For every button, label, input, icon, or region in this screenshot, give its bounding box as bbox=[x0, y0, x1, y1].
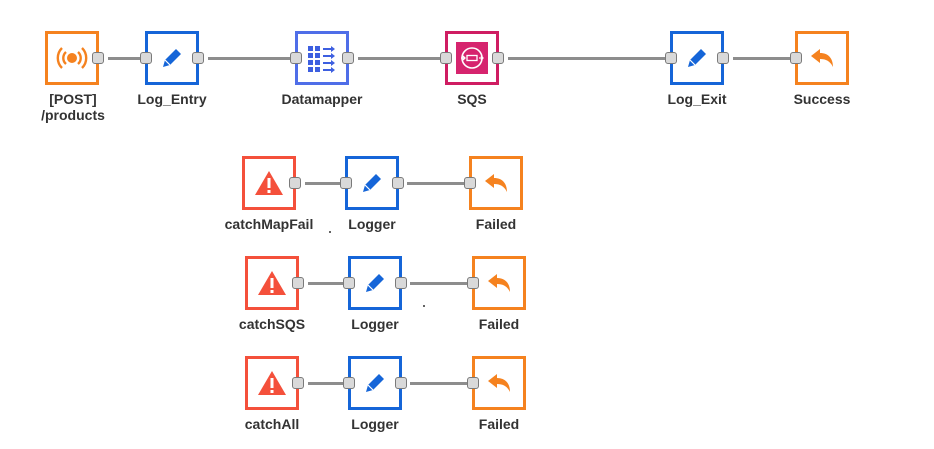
output-port[interactable] bbox=[392, 177, 404, 189]
input-port[interactable] bbox=[665, 52, 677, 64]
connector-trigger-log-entry bbox=[108, 57, 143, 60]
warning-triangle-icon bbox=[258, 371, 286, 395]
pencil-icon bbox=[366, 274, 384, 292]
catch-all-label: catchAll bbox=[244, 416, 300, 432]
output-port[interactable] bbox=[395, 377, 407, 389]
catch-map-fail-node[interactable] bbox=[242, 156, 301, 210]
input-port[interactable] bbox=[790, 52, 802, 64]
stray-dot bbox=[423, 305, 425, 307]
input-port[interactable] bbox=[340, 177, 352, 189]
catch-all-logger-label: Logger bbox=[351, 416, 399, 432]
input-port[interactable] bbox=[467, 277, 479, 289]
catch-all-node[interactable] bbox=[245, 356, 304, 410]
output-port[interactable] bbox=[395, 277, 407, 289]
trigger-label: [POST] /products bbox=[41, 91, 105, 123]
catch-sqs-failed-node[interactable] bbox=[467, 256, 526, 310]
catch-map-fail-failed-node[interactable] bbox=[464, 156, 523, 210]
warning-triangle-icon bbox=[258, 271, 286, 295]
connector-logger-failed bbox=[410, 282, 470, 285]
connector-log-exit-success bbox=[733, 57, 793, 60]
log-entry-node[interactable] bbox=[140, 31, 204, 85]
log-entry-label: Log_Entry bbox=[137, 91, 207, 107]
reply-arrow-icon bbox=[488, 374, 510, 392]
sqs-node[interactable] bbox=[440, 31, 504, 85]
reply-arrow-icon bbox=[485, 174, 507, 192]
output-port[interactable] bbox=[192, 52, 204, 64]
input-port[interactable] bbox=[467, 377, 479, 389]
reply-arrow-icon bbox=[488, 274, 510, 292]
output-port[interactable] bbox=[289, 177, 301, 189]
connector-datamapper-sqs bbox=[358, 57, 443, 60]
log-exit-node[interactable] bbox=[665, 31, 729, 85]
catch-sqs-failed-label: Failed bbox=[478, 316, 520, 332]
connector-logger-failed bbox=[410, 382, 470, 385]
sqs-icon bbox=[456, 42, 488, 74]
catch-map-fail-logger-node[interactable] bbox=[340, 156, 404, 210]
output-port[interactable] bbox=[292, 377, 304, 389]
catch-map-fail-label: catchMapFail bbox=[224, 216, 314, 232]
catch-map-fail-logger-label: Logger bbox=[348, 216, 396, 232]
input-port[interactable] bbox=[343, 377, 355, 389]
output-port[interactable] bbox=[92, 52, 104, 64]
trigger-node[interactable] bbox=[45, 31, 104, 85]
catch-sqs-logger-label: Logger bbox=[351, 316, 399, 332]
success-label: Success bbox=[793, 91, 851, 107]
warning-triangle-icon bbox=[255, 171, 283, 195]
datamapper-label: Datamapper bbox=[281, 91, 363, 107]
connector-log-entry-datamapper bbox=[208, 57, 293, 60]
connector-catchall-logger bbox=[308, 382, 344, 385]
input-port[interactable] bbox=[343, 277, 355, 289]
stray-dot bbox=[329, 231, 331, 233]
log-exit-label: Log_Exit bbox=[667, 91, 727, 107]
pencil-icon bbox=[688, 49, 706, 67]
connector-catchmapfail-logger bbox=[305, 182, 341, 185]
output-port[interactable] bbox=[492, 52, 504, 64]
sqs-label: SQS bbox=[457, 91, 487, 107]
input-port[interactable] bbox=[440, 52, 452, 64]
input-port[interactable] bbox=[464, 177, 476, 189]
pencil-icon bbox=[366, 374, 384, 392]
connector-sqs-log-exit bbox=[508, 57, 668, 60]
pencil-icon bbox=[363, 174, 381, 192]
connector-logger-failed bbox=[407, 182, 467, 185]
broadcast-icon bbox=[56, 47, 88, 69]
catch-sqs-logger-node[interactable] bbox=[343, 256, 407, 310]
catch-sqs-label: catchSQS bbox=[238, 316, 306, 332]
catch-all-failed-node[interactable] bbox=[467, 356, 526, 410]
input-port[interactable] bbox=[290, 52, 302, 64]
catch-all-logger-node[interactable] bbox=[343, 356, 407, 410]
output-port[interactable] bbox=[342, 52, 354, 64]
catch-all-failed-label: Failed bbox=[478, 416, 520, 432]
success-node[interactable] bbox=[790, 31, 849, 85]
catch-map-fail-failed-label: Failed bbox=[475, 216, 517, 232]
datamapper-icon bbox=[308, 46, 335, 73]
catch-sqs-node[interactable] bbox=[245, 256, 304, 310]
input-port[interactable] bbox=[140, 52, 152, 64]
connector-catchsqs-logger bbox=[308, 282, 344, 285]
output-port[interactable] bbox=[292, 277, 304, 289]
pencil-icon bbox=[163, 49, 181, 67]
reply-arrow-icon bbox=[811, 49, 833, 67]
datamapper-node[interactable] bbox=[290, 31, 354, 85]
output-port[interactable] bbox=[717, 52, 729, 64]
